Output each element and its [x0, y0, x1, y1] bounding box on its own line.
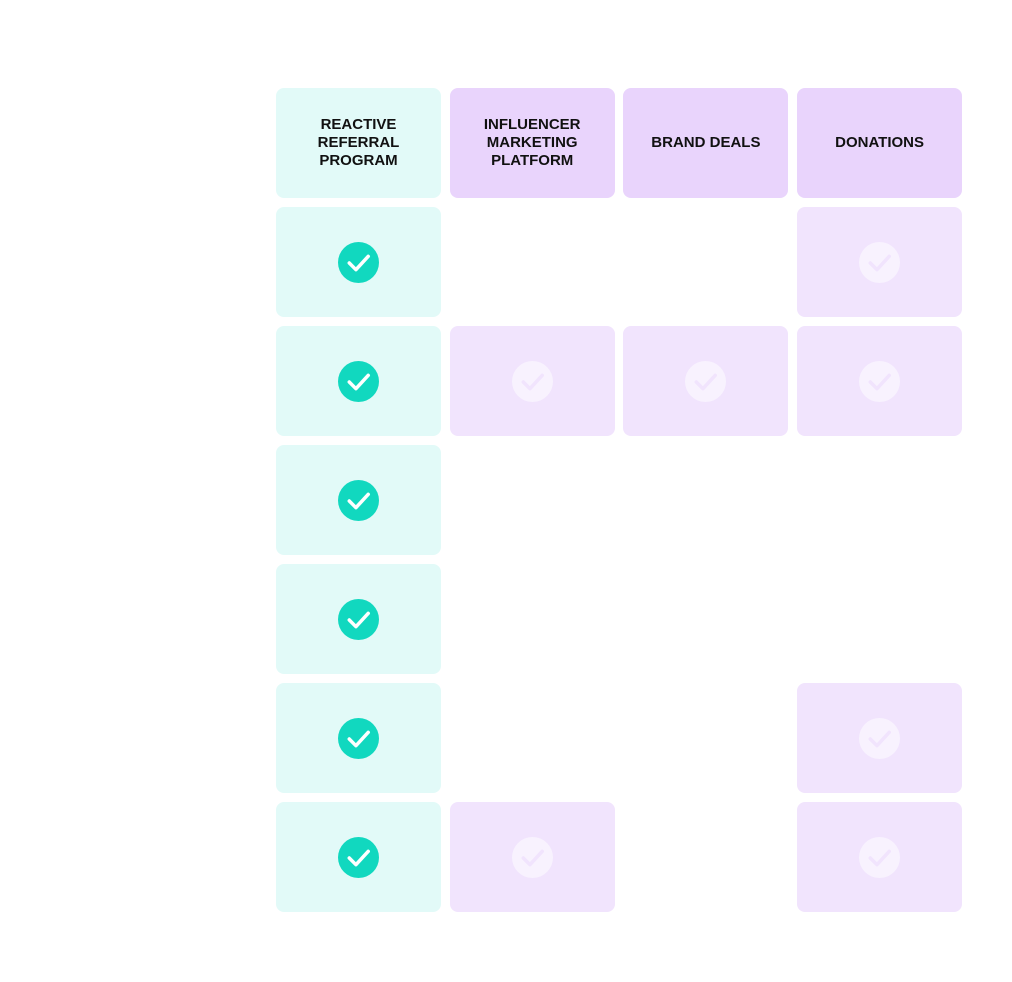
- cell-donations-row-4: [797, 564, 962, 674]
- cell-brand-row-5: [623, 683, 788, 793]
- cell-reactive-row-1: [276, 207, 441, 317]
- cell-influencer-row-4: [450, 564, 615, 674]
- check-icon: [859, 836, 901, 878]
- cell-reactive-row-5: [276, 683, 441, 793]
- check-icon: [338, 717, 379, 759]
- cell-donations-row-5: [797, 683, 963, 793]
- cell-donations-row-2: [797, 326, 963, 436]
- check-icon: [685, 360, 727, 402]
- cell-reactive-row-6: [276, 802, 441, 912]
- cell-donations-row-3: [797, 445, 962, 555]
- check-icon: [859, 360, 901, 402]
- cell-reactive-row-4: [276, 564, 441, 674]
- cell-influencer-row-6: [449, 802, 615, 912]
- check-icon: [338, 360, 379, 402]
- check-icon: [338, 241, 379, 283]
- comparison-grid: REACTIVE REFERRAL PROGRAM INFLUENCER MAR…: [276, 88, 963, 912]
- check-icon: [859, 717, 901, 759]
- column-header-brand-deals: BRAND DEALS: [623, 88, 789, 198]
- cell-influencer-row-1: [450, 207, 615, 317]
- cell-influencer-row-2: [449, 326, 615, 436]
- column-header-reactive: REACTIVE REFERRAL PROGRAM: [276, 88, 441, 198]
- check-icon: [859, 241, 901, 283]
- check-icon: [511, 836, 553, 878]
- check-icon: [338, 479, 379, 521]
- cell-brand-row-4: [623, 564, 788, 674]
- cell-brand-row-1: [623, 207, 788, 317]
- cell-influencer-row-3: [450, 445, 615, 555]
- cell-donations-row-1: [797, 207, 963, 317]
- cell-brand-row-6: [623, 802, 788, 912]
- cell-influencer-row-5: [450, 683, 615, 793]
- cell-brand-row-3: [623, 445, 788, 555]
- check-icon: [338, 836, 379, 878]
- cell-donations-row-6: [797, 802, 963, 912]
- cell-reactive-row-2: [276, 326, 441, 436]
- check-icon: [511, 360, 553, 402]
- check-icon: [338, 598, 379, 640]
- cell-reactive-row-3: [276, 445, 441, 555]
- column-header-donations: DONATIONS: [797, 88, 963, 198]
- cell-brand-row-2: [623, 326, 789, 436]
- column-header-influencer: INFLUENCER MARKETING PLATFORM: [449, 88, 615, 198]
